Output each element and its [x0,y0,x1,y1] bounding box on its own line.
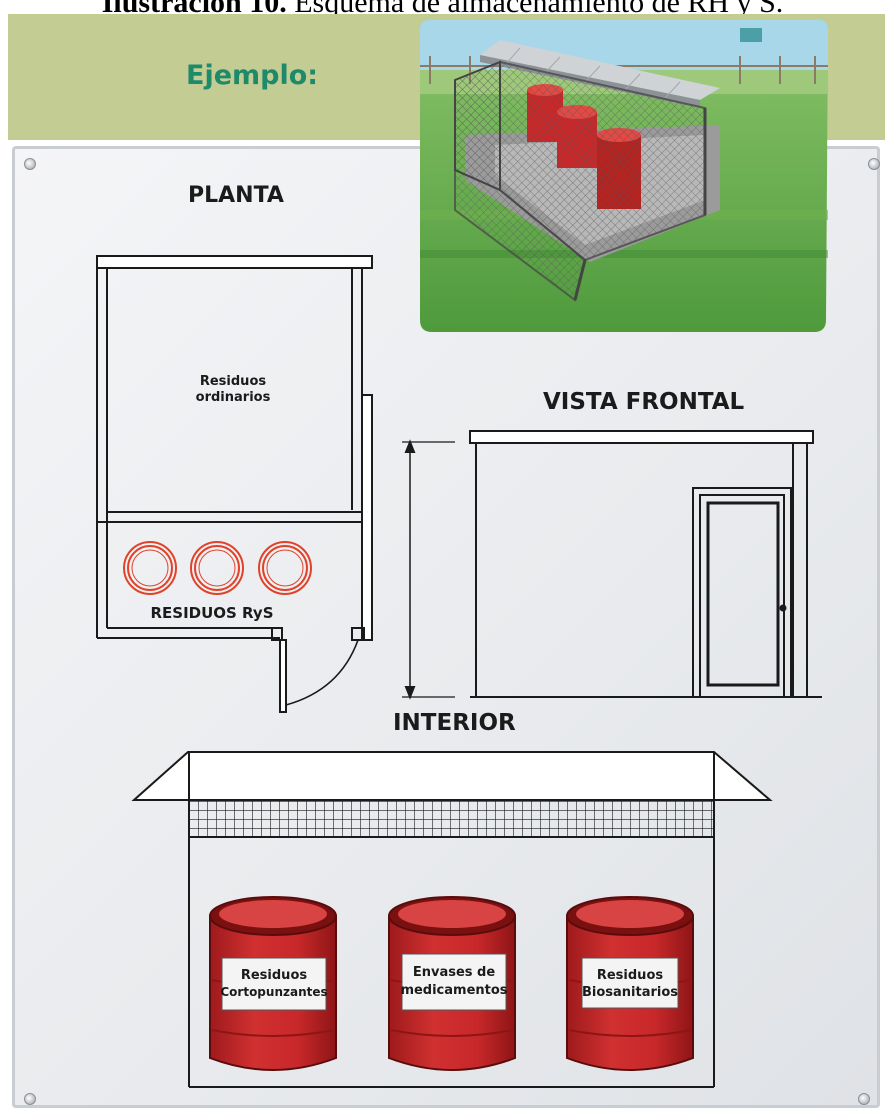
front-view [402,430,822,700]
storage-shed-illustration [420,20,828,332]
bin-label-line1: Envases de [413,965,496,980]
example-label: Ejemplo: [186,60,319,91]
plan-bin-circle [123,541,177,595]
bin-biosanitarios: Residuos Biosanitarios [566,896,694,1071]
rys-waste-label: RESIDUOS RyS [150,604,273,622]
bin-label-line2: medicamentos [400,983,507,998]
bin-label-line2: Cortopunzantes [220,985,327,999]
ordinary-waste-label-line2: ordinarios [196,390,271,405]
front-view-heading: VISTA FRONTAL [543,389,745,415]
panel-rivet-top-right [868,158,880,170]
bin-label-line2: Biosanitarios [582,985,678,1000]
ordinary-waste-label-line1: Residuos [200,374,267,389]
interior-view [131,751,773,1088]
plan-bin-circle [190,541,244,595]
plan-bin-circle [258,541,312,595]
plan-bin-circles [123,541,312,595]
panel-rivet-top-left [24,158,36,170]
bin-label-line1: Residuos [241,968,308,983]
bin-label-line1: Residuos [597,968,664,983]
interior-heading: INTERIOR [393,710,516,736]
plan-heading: PLANTA [188,183,284,208]
floor-plan [96,255,373,713]
bin-medicamentos: Envases de medicamentos [388,896,516,1071]
panel-rivet-bottom-left [24,1093,36,1105]
panel-rivet-bottom-right [858,1093,870,1105]
bin-cortopunzantes: Residuos Cortopunzantes [209,896,337,1071]
